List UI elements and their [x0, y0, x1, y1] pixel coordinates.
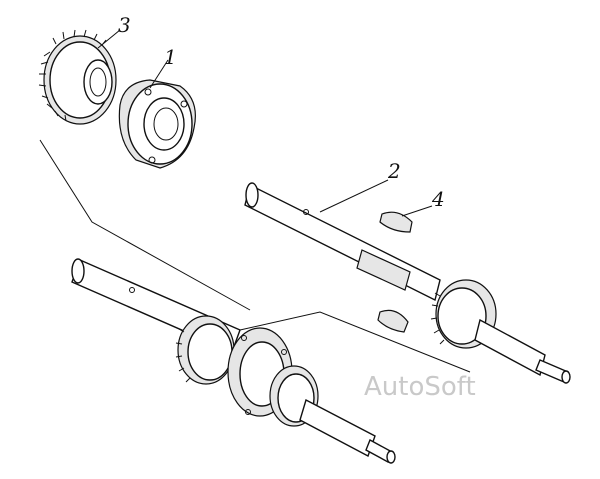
callout-label-2: 2 — [387, 159, 401, 183]
callout-label-4: 4 — [431, 187, 445, 211]
callout-label-3: 3 — [118, 13, 131, 37]
watermark-text: AutoSoft — [364, 372, 476, 402]
gear-part-3 — [38, 29, 117, 125]
bearing-flange-part-1 — [118, 79, 196, 169]
assembly-leader-lines — [39, 139, 471, 373]
callout-leaders — [97, 29, 433, 217]
shaft-part-2 — [244, 182, 571, 384]
callout-label-1: 1 — [164, 45, 177, 69]
woodruff-key-part-4 — [377, 211, 413, 333]
assembled-shaft — [71, 258, 396, 464]
